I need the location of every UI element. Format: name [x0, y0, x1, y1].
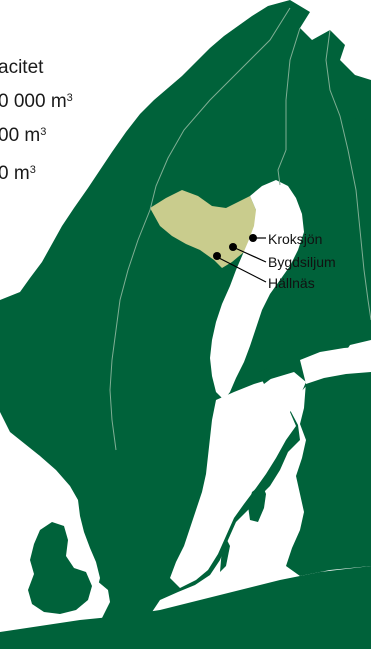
gulf-of-finland — [300, 346, 371, 384]
norway-finland-border — [285, 27, 301, 150]
gulf-of-bothnia — [210, 180, 304, 400]
site-marker-bygdsiljum — [229, 243, 267, 263]
site-label-bygdsiljum: Bygdsiljum — [268, 254, 336, 270]
site-label-hallnas: Hällnäs — [268, 275, 315, 291]
legend-line-4: 0 m3 — [0, 163, 36, 184]
finland-russia-border — [325, 29, 371, 321]
baltic-sea — [170, 372, 306, 588]
site-marker-hallnas — [213, 252, 267, 283]
finland-land — [286, 118, 371, 340]
sweden-finland-border — [277, 149, 287, 186]
site-label-kroksjon: Kroksjön — [268, 231, 323, 247]
norway-sweden-border — [109, 7, 291, 451]
aland-islands — [258, 368, 272, 384]
legend-line-3: 00 m3 — [0, 125, 47, 146]
site-marker-kroksjon — [249, 234, 266, 242]
gotland-island — [248, 484, 266, 522]
oland-island — [220, 538, 230, 572]
denmark-land — [28, 522, 92, 614]
legend-line-2: 0 000 m3 — [0, 91, 73, 112]
legend-line-1: acitet — [0, 57, 44, 78]
southern-coast-land — [0, 566, 371, 649]
baltic-states-land — [286, 370, 371, 576]
